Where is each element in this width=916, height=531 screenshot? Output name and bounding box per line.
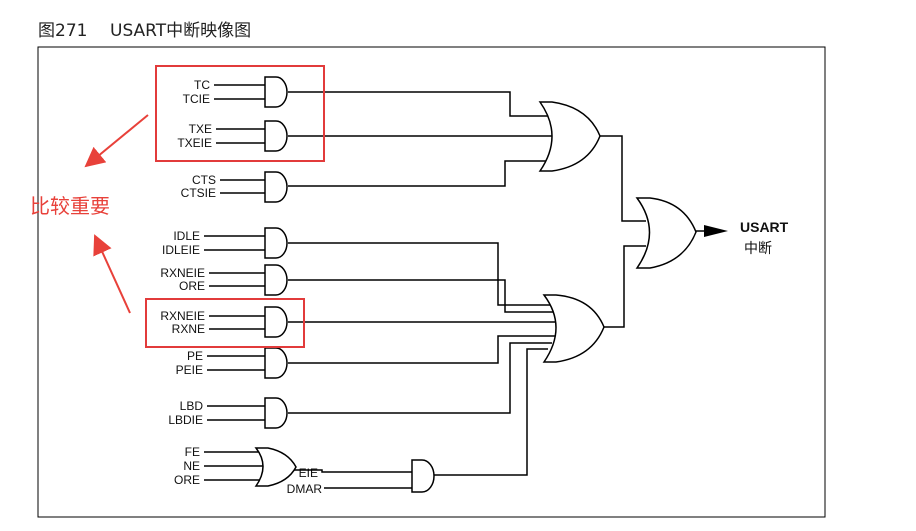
annotation-arrow-down	[93, 234, 131, 314]
and-gate-txe	[264, 120, 288, 152]
or-gate-errors	[254, 447, 297, 487]
signal-fe: FE	[185, 445, 200, 459]
output-label-interrupt: 中断	[744, 240, 772, 256]
and-gate-idle	[264, 227, 288, 259]
and-gate-tc	[264, 76, 288, 108]
and-gate-lbd	[264, 397, 288, 429]
signal-pe: PE	[187, 349, 203, 363]
figure-caption: 图271 USART中断映像图	[38, 16, 251, 41]
signal-tcie: TCIE	[183, 92, 210, 106]
output-label-usart: USART	[740, 219, 789, 235]
signal-ne: NE	[183, 459, 200, 473]
highlight-box-rxne	[145, 298, 305, 348]
signal-rxneie-2: RXNEIE	[160, 309, 205, 323]
signal-ore-2: ORE	[174, 473, 200, 487]
signal-ore: ORE	[179, 279, 205, 293]
signal-txeie: TXEIE	[177, 136, 212, 150]
or-gate-receive	[542, 294, 605, 363]
signal-rxne: RXNE	[172, 322, 205, 336]
signal-lbd: LBD	[180, 399, 204, 413]
signal-idleie: IDLEIE	[162, 243, 200, 257]
signal-lbdie: LBDIE	[168, 413, 203, 427]
and-gate-pe	[264, 347, 288, 379]
annotation-arrow-up	[84, 114, 149, 168]
input-signals: TC TCIE TXE TXEIE CTS CTSIE IDLE IDLEIE …	[160, 78, 322, 496]
wires	[204, 84, 728, 489]
and-gate-rxneie-rxne	[264, 306, 288, 338]
or-gate-transmit	[538, 101, 601, 172]
signal-dmar: DMAR	[287, 482, 323, 496]
signal-rxneie: RXNEIE	[160, 266, 205, 280]
signal-peie: PEIE	[176, 363, 203, 377]
and-gate-rxneie-ore	[264, 264, 288, 296]
figure-title: USART中断映像图	[110, 21, 252, 41]
signal-tc: TC	[194, 78, 210, 92]
diagram-frame	[37, 46, 826, 518]
signal-ctsie: CTSIE	[181, 186, 216, 200]
figure-number: 图271	[38, 21, 88, 41]
and-gate-eie	[411, 459, 435, 493]
signal-cts: CTS	[192, 173, 216, 187]
signal-eie: EIE	[299, 466, 318, 480]
or-gate-final	[635, 197, 697, 269]
annotation-important: 比较重要	[30, 194, 110, 218]
signal-idle: IDLE	[173, 229, 200, 243]
highlight-box-transmit	[155, 65, 325, 162]
signal-txe: TXE	[189, 122, 212, 136]
and-gate-cts	[264, 171, 288, 203]
